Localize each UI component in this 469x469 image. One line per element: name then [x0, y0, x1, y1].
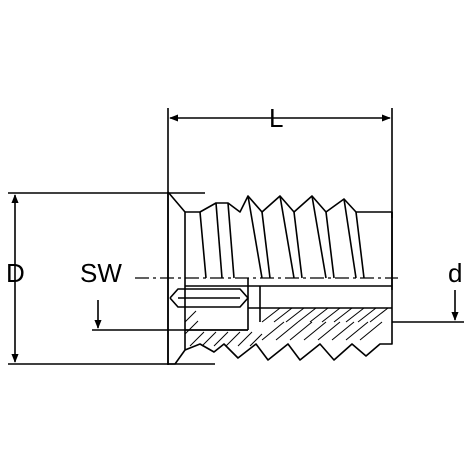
thread-flank: [355, 211, 365, 279]
thread-flank: [311, 195, 327, 279]
thread-flank: [325, 211, 335, 279]
section-hatching: [184, 307, 389, 347]
thread-flank: [227, 202, 235, 279]
inner-thread-label: d: [448, 258, 463, 288]
thread-flank: [279, 195, 295, 279]
thread-flank: [261, 211, 271, 279]
upper-thread-profile: [185, 195, 393, 290]
thread-flank: [343, 198, 357, 279]
lower-thread-profile: [184, 322, 393, 361]
thread-flank: [247, 195, 263, 279]
length-label: L: [269, 103, 284, 133]
hex-socket-label: SW: [80, 258, 122, 288]
thread-flank: [293, 211, 303, 279]
diameter-label: D: [6, 258, 25, 288]
thread-flank: [215, 202, 223, 279]
thread-flank: [199, 211, 207, 279]
